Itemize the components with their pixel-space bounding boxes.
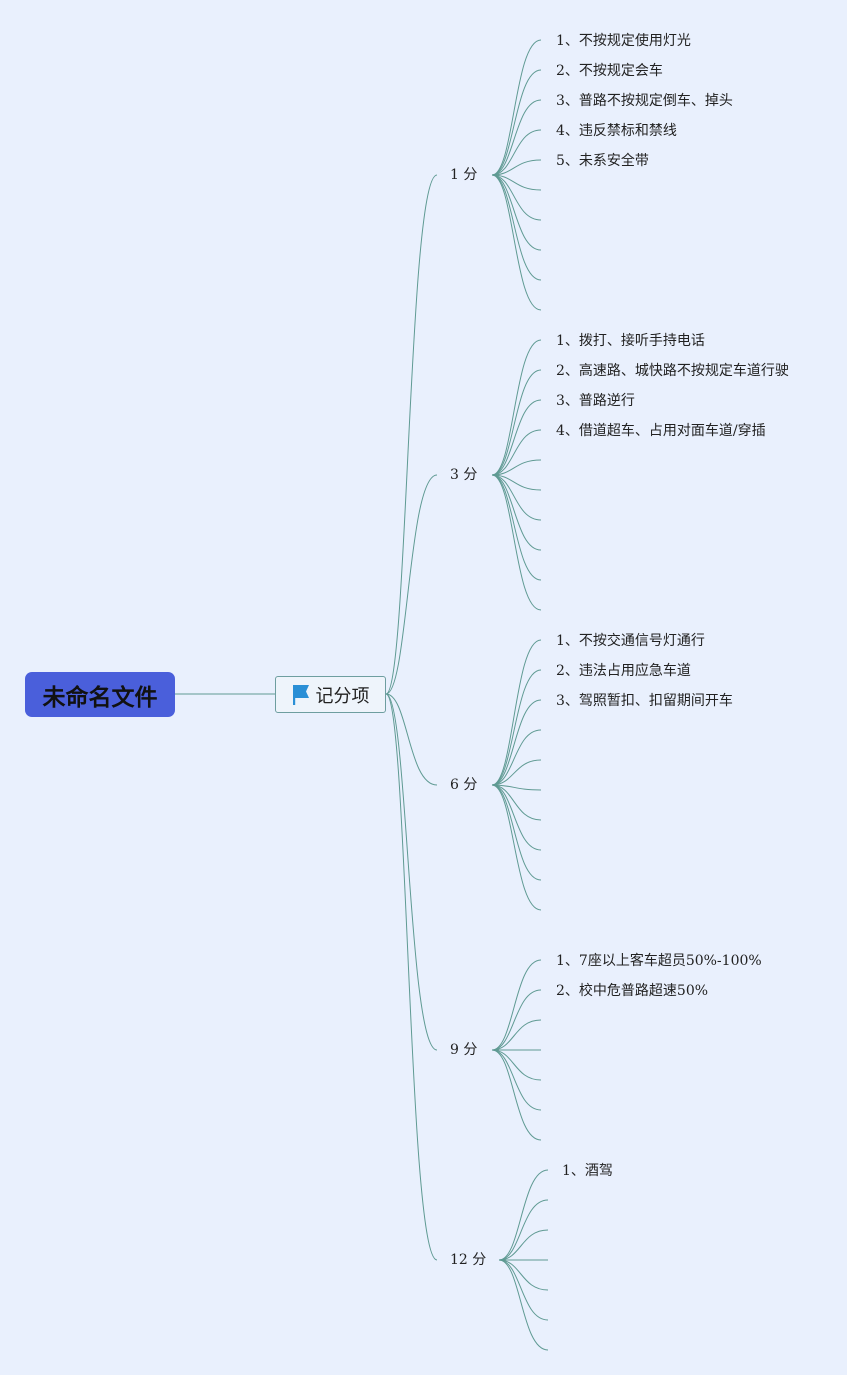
root-topic-label: 未命名文件 (42, 684, 158, 711)
connector-line (491, 474, 542, 581)
connector-line (385, 174, 438, 695)
leaf-topic[interactable]: 2、不按规定会车 (556, 63, 663, 79)
connector-line (491, 174, 542, 311)
subtopic-6-points[interactable]: 6 分 (450, 777, 478, 793)
connector-line (491, 474, 542, 611)
leaf-topic[interactable]: 4、借道超车、占用对面车道/穿插 (556, 423, 766, 439)
leaf-topic[interactable]: 2、校中危普路超速50% (556, 983, 709, 999)
connector-line (491, 69, 542, 176)
connector-line (491, 759, 542, 786)
connector-line (491, 129, 542, 176)
leaf-topic[interactable]: 3、普路不按规定倒车、掉头 (556, 93, 733, 109)
connector-line (491, 159, 542, 176)
connector-line (498, 1259, 549, 1321)
connector-line (498, 1259, 549, 1291)
root-topic[interactable]: 未命名文件 (25, 672, 175, 717)
connector-line (491, 339, 542, 476)
leaf-topic[interactable]: 2、高速路、城快路不按规定车道行驶 (556, 363, 789, 379)
subtopic-3-points[interactable]: 3 分 (450, 467, 478, 483)
subtopic-1-point[interactable]: 1 分 (450, 167, 478, 183)
leaf-topic[interactable]: 1、不按规定使用灯光 (556, 33, 691, 49)
connector-line (491, 784, 542, 911)
connector-line (491, 174, 542, 251)
leaf-topic[interactable]: 3、普路逆行 (556, 393, 635, 409)
connector-line (498, 1229, 549, 1261)
connector-line (491, 784, 542, 821)
subtopic-9-points[interactable]: 9 分 (450, 1042, 478, 1058)
main-topic-scoring-items[interactable]: 记分项 (275, 676, 386, 713)
connector-line (491, 639, 542, 786)
leaf-topic[interactable]: 1、7座以上客车超员50%-100% (556, 953, 762, 969)
connector-line (491, 474, 542, 521)
connector-line (498, 1199, 549, 1261)
connector-line (385, 474, 438, 695)
connector-line (385, 693, 438, 786)
leaf-topic[interactable]: 1、不按交通信号灯通行 (556, 633, 705, 649)
connector-line (491, 669, 542, 786)
connector-line (491, 174, 542, 281)
connector-line (491, 784, 542, 881)
leaf-topic[interactable]: 5、未系安全带 (556, 153, 649, 169)
connector-line (491, 1049, 542, 1141)
connector-line (498, 1169, 549, 1261)
connector-line (491, 1049, 542, 1111)
connector-line (491, 399, 542, 476)
main-topic-label: 记分项 (315, 685, 370, 707)
leaf-topic[interactable]: 2、违法占用应急车道 (556, 663, 691, 679)
connector-line (491, 369, 542, 476)
connector-line (385, 693, 438, 1261)
connector-line (491, 429, 542, 476)
flag-icon (292, 684, 309, 705)
connector-line (491, 729, 542, 786)
connector-line (491, 99, 542, 176)
connector-line (491, 989, 542, 1051)
leaf-topic[interactable]: 3、驾照暂扣、扣留期间开车 (556, 693, 733, 709)
connector-line (491, 174, 542, 221)
leaf-topic[interactable]: 4、违反禁标和禁线 (556, 123, 677, 139)
connector-line (491, 699, 542, 786)
connector-line (385, 693, 438, 1051)
connector-line (491, 459, 542, 476)
connector-line (491, 39, 542, 176)
connector-line (491, 1019, 542, 1051)
connector-line (491, 474, 542, 551)
leaf-topic[interactable]: 1、拨打、接听手持电话 (556, 333, 705, 349)
connector-line (498, 1259, 549, 1351)
connector-line (491, 959, 542, 1051)
leaf-topic[interactable]: 1、酒驾 (562, 1163, 613, 1179)
connector-line (491, 784, 542, 851)
connector-line (491, 1049, 542, 1081)
subtopic-12-points[interactable]: 12 分 (450, 1252, 487, 1268)
